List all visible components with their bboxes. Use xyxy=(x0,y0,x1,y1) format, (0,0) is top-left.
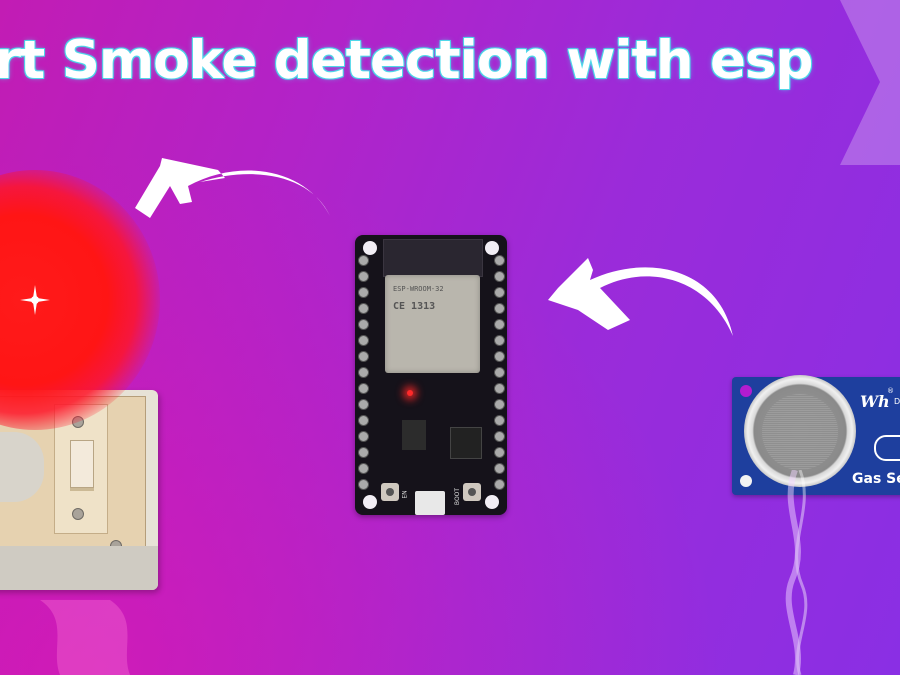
smoke-icon xyxy=(785,470,808,675)
power-led xyxy=(407,390,413,396)
bulb-socket xyxy=(0,432,44,502)
registered-mark: ® xyxy=(887,387,894,395)
en-button xyxy=(381,483,399,501)
usb-uart-chip xyxy=(450,427,482,459)
mount-hole xyxy=(740,475,752,487)
esp32-board: ESP-WROOM-32 CE 1313 EN BOOT xyxy=(355,235,507,515)
chevron-decoration-icon xyxy=(840,0,900,165)
sensor-name: Gas Se xyxy=(852,471,900,487)
en-label: EN xyxy=(401,490,409,499)
micro-usb-port xyxy=(415,491,445,515)
pin-header-right xyxy=(494,255,505,490)
module-label: ESP-WROOM-32 xyxy=(393,285,444,293)
mount-hole xyxy=(485,495,499,509)
boot-label: BOOT xyxy=(454,487,462,506)
wave-decoration-icon xyxy=(40,600,130,675)
mount-hole xyxy=(363,495,377,509)
brand-logo: Wh xyxy=(860,392,890,411)
switch-toggle xyxy=(70,440,94,488)
voltage-regulator xyxy=(402,420,426,450)
cloud-logo-icon xyxy=(874,435,900,461)
mount-hole xyxy=(363,241,377,255)
switch-box xyxy=(0,390,158,590)
pcb-antenna xyxy=(383,239,483,277)
gas-sensor-module: Wh ® DA Ph Gas Se xyxy=(732,375,900,495)
wroom-module: ESP-WROOM-32 CE 1313 xyxy=(385,275,480,373)
page-title: art Smoke detection with esp xyxy=(0,30,813,91)
mount-hole xyxy=(485,241,499,255)
mount-hole xyxy=(740,385,752,397)
boot-button xyxy=(463,483,481,501)
pin-header-left xyxy=(358,255,369,490)
brand-text: DA xyxy=(894,397,900,406)
cert-label: CE 1313 xyxy=(393,301,436,312)
sparkle-icon xyxy=(20,285,50,315)
arrow-left-icon xyxy=(548,258,733,336)
screw-icon xyxy=(72,508,84,520)
sensor-mesh xyxy=(762,394,838,470)
arrow-left-icon xyxy=(135,158,330,218)
switch-box-base xyxy=(0,546,158,590)
